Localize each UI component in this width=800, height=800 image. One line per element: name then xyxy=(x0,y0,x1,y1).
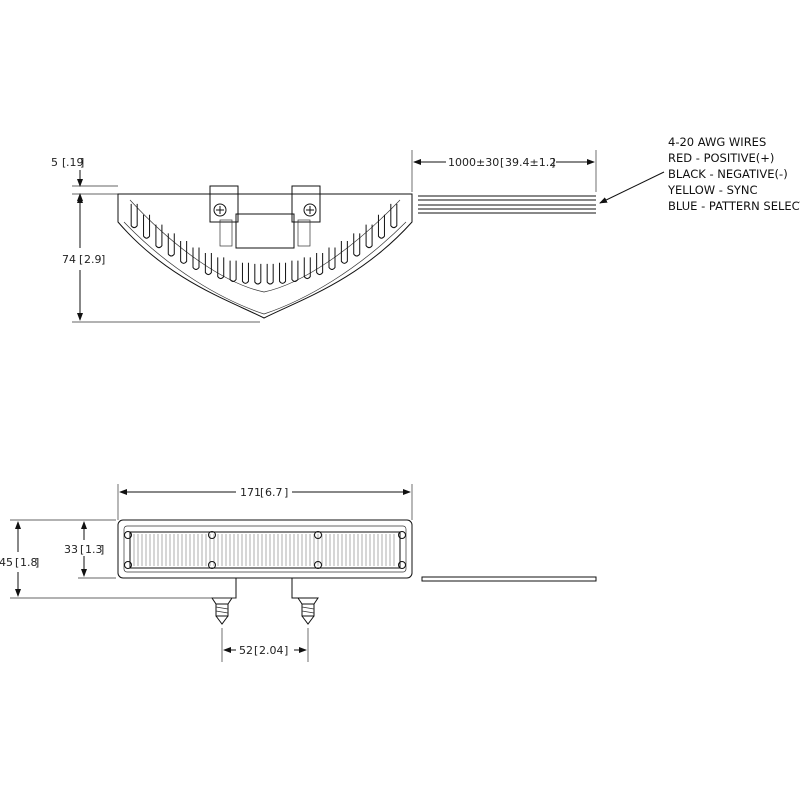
flange-dim-mm: 5 xyxy=(51,156,58,169)
flange-thickness-dimension: 5 [ .19 ] xyxy=(51,156,84,210)
fin xyxy=(365,224,373,249)
mounting-studs xyxy=(211,578,319,625)
total-height-dimension: 45 [ 1.8 ] xyxy=(0,519,236,599)
note-line: RED - POSITIVE(+) xyxy=(668,151,774,165)
lens-height-dimension: 33 [ 1.3 ] xyxy=(64,521,116,579)
lens-height-in: 1.3 xyxy=(85,543,103,556)
total-height-bracket-open: [ xyxy=(15,556,19,569)
lens-height-mm: 33 xyxy=(64,543,78,556)
front-view: 171 [ 6.7 ] xyxy=(0,484,597,662)
stud-spacing-bracket-close: ] xyxy=(284,644,288,657)
light-housing-front xyxy=(117,519,413,579)
screw-icon xyxy=(398,531,406,539)
stud-icon xyxy=(297,597,319,625)
height-dim-mm: 74 xyxy=(62,253,76,266)
wire-length-bracket-close: ] xyxy=(551,156,555,169)
wire-bundle xyxy=(418,195,596,214)
height-dimension: 74 [ 2.9 ] xyxy=(62,195,105,321)
width-dim-bracket-open: [ xyxy=(260,486,264,499)
fin xyxy=(390,203,398,229)
stud-spacing-dimension: 52 [ 2.04 ] xyxy=(221,628,309,662)
screw-icon xyxy=(398,561,406,569)
lens-height-bracket-open: [ xyxy=(80,543,84,556)
fin xyxy=(204,252,212,276)
width-dimension: 171 [ 6.7 ] xyxy=(117,484,413,520)
wire-side xyxy=(421,576,597,582)
fin xyxy=(241,262,249,284)
flange-dim-in-bracket-close: ] xyxy=(80,156,84,169)
heatsink-fins xyxy=(130,203,398,285)
fin xyxy=(167,233,175,257)
width-dim-in: 6.7 xyxy=(265,486,283,499)
mount-bracket-top xyxy=(209,185,321,249)
fin xyxy=(303,257,311,280)
fin xyxy=(217,257,225,280)
stud-spacing-in: 2.04 xyxy=(259,644,284,657)
fin xyxy=(266,263,274,285)
fin xyxy=(353,233,361,257)
fin xyxy=(340,240,348,264)
wire-length-in: 39.4±1.2 xyxy=(505,156,556,169)
height-dim-in: 2.9 xyxy=(84,253,102,266)
wire-length-bracket-open: [ xyxy=(500,156,504,169)
screw-icon xyxy=(208,531,216,539)
screw-icon xyxy=(208,561,216,569)
fin xyxy=(229,260,237,282)
top-view: 5 [ .19 ] 74 [ 2.9 ] xyxy=(51,135,800,323)
notes-leader-line xyxy=(599,171,665,204)
stud-spacing-mm: 52 xyxy=(239,644,253,657)
wire-length-mm: 1000±30 xyxy=(448,156,499,169)
fin xyxy=(180,240,188,264)
screw-icon xyxy=(124,561,132,569)
wire-notes: 4-20 AWG WIRES RED - POSITIVE(+) BLACK -… xyxy=(667,135,800,213)
width-dim-bracket-close: ] xyxy=(284,486,288,499)
screw-icon xyxy=(314,561,322,569)
total-height-mm: 45 xyxy=(0,556,13,569)
fin xyxy=(328,247,336,270)
stud-spacing-bracket-open: [ xyxy=(254,644,258,657)
wire-length-dimension: 1000±30 [ 39.4±1.2 ] xyxy=(411,150,597,192)
screw-icon xyxy=(314,531,322,539)
lens xyxy=(129,531,401,569)
width-dim-mm: 171 xyxy=(240,486,261,499)
lens-screws xyxy=(124,531,406,569)
flange-dim-in: .19 xyxy=(66,156,84,169)
screw-head-icon xyxy=(213,203,227,217)
fin xyxy=(316,252,324,276)
light-body-curved xyxy=(117,193,413,319)
screw-head-icon xyxy=(303,203,317,217)
screw-icon xyxy=(124,531,132,539)
fin xyxy=(279,262,287,284)
height-dim-bracket-close: ] xyxy=(101,253,105,266)
note-line: BLACK - NEGATIVE(-) xyxy=(668,167,788,181)
flange-dim-in-bracket: [ xyxy=(62,156,66,169)
note-line: 4-20 AWG WIRES xyxy=(668,135,766,149)
fin xyxy=(377,214,385,239)
total-height-in: 1.8 xyxy=(20,556,38,569)
fin xyxy=(291,260,299,282)
note-line: BLUE - PATTERN SELECT xyxy=(668,199,800,213)
fin xyxy=(254,263,262,285)
fin xyxy=(192,247,200,270)
note-line: YELLOW - SYNC xyxy=(667,183,758,197)
fin xyxy=(130,203,138,229)
stud-icon xyxy=(211,597,233,625)
fin xyxy=(143,214,151,239)
total-height-bracket-close: ] xyxy=(35,556,39,569)
fin xyxy=(155,224,163,249)
height-dim-bracket-open: [ xyxy=(79,253,83,266)
lens-optics xyxy=(133,534,395,566)
lens-height-bracket-close: ] xyxy=(100,543,104,556)
